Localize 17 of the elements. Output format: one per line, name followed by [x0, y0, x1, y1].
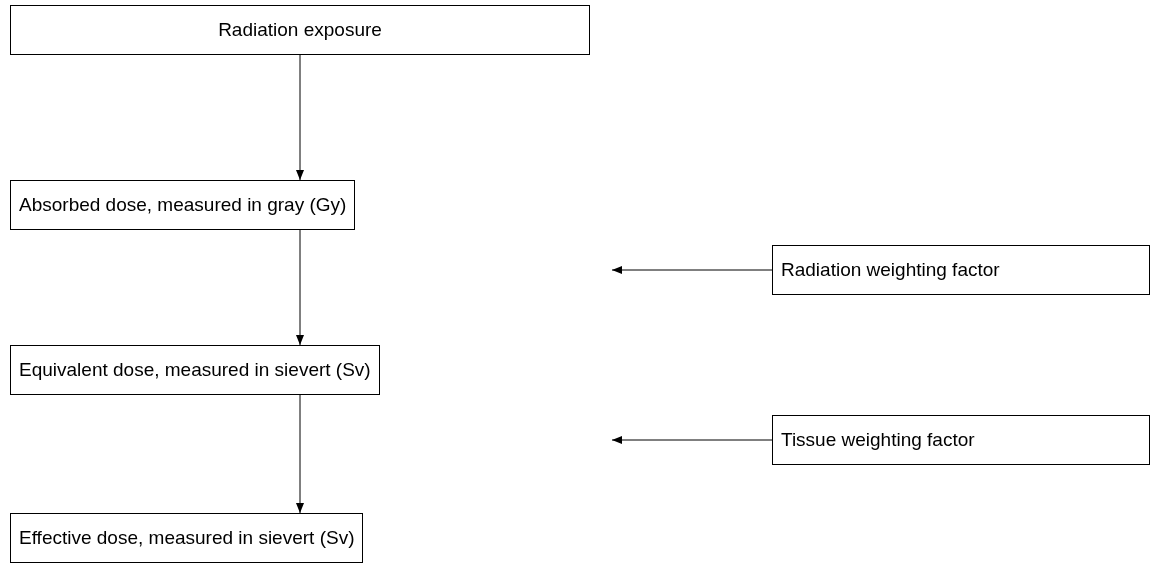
box-text: Equivalent dose, measured in sievert (Sv): [19, 359, 371, 381]
arrow: [611, 436, 773, 444]
box-text: Absorbed dose, measured in gray (Gy): [19, 194, 347, 216]
box-text: Radiation exposure: [218, 19, 382, 41]
box-text: Tissue weighting factor: [781, 429, 975, 451]
arrow: [296, 229, 304, 346]
arrow: [296, 54, 304, 181]
process-box: [772, 245, 1150, 295]
process-box: [10, 180, 356, 230]
process-box: [10, 345, 380, 395]
arrow: [611, 266, 773, 274]
process-box: [10, 5, 590, 55]
process-box: [10, 513, 364, 563]
process-box: [772, 415, 1150, 465]
arrow: [296, 394, 304, 514]
box-text: Effective dose, measured in sievert (Sv): [19, 527, 355, 549]
box-text: Radiation weighting factor: [781, 259, 1000, 281]
